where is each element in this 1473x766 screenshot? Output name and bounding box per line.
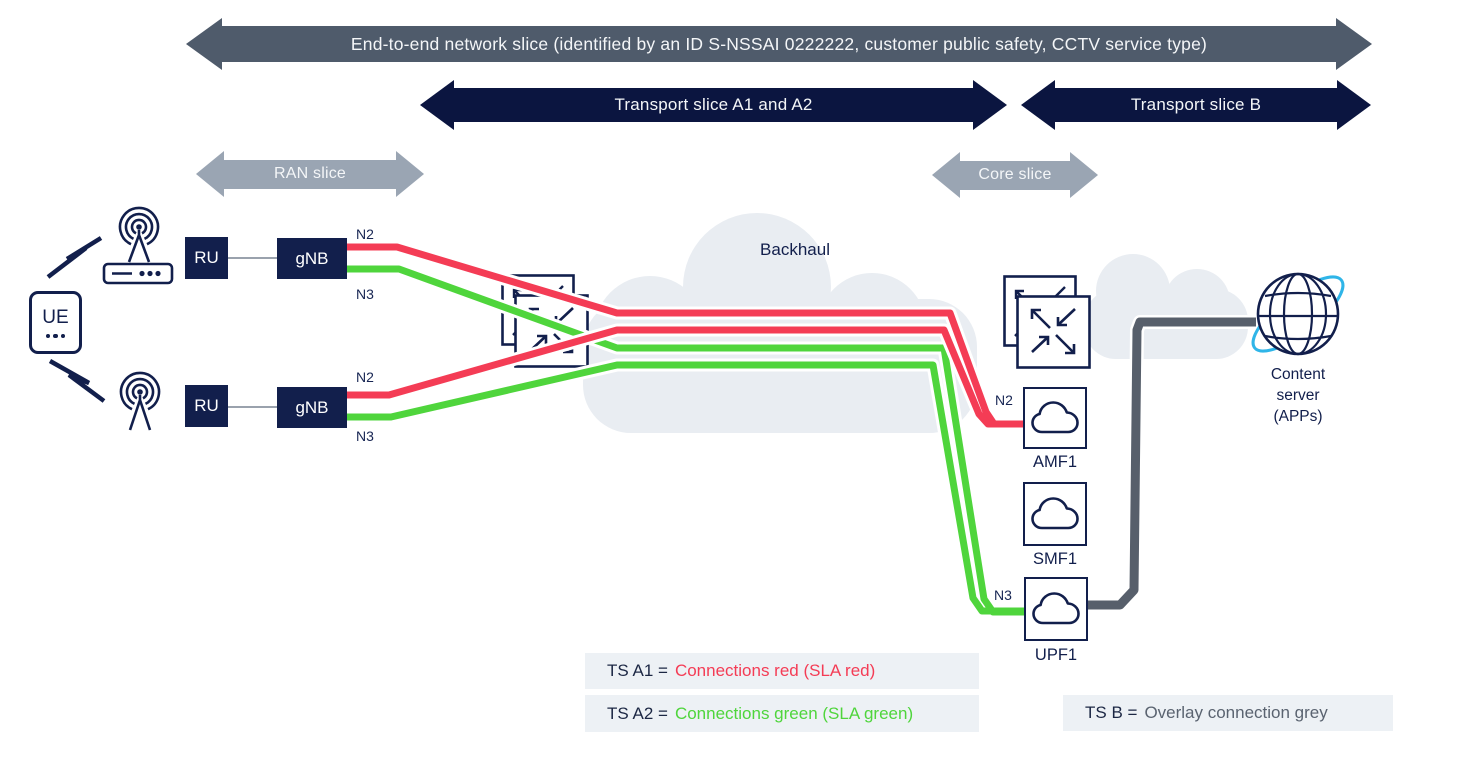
port-label-n2: N2 [995, 392, 1013, 408]
ru-gnb-link [228, 406, 277, 408]
gnb-bottom-label: gNB [295, 397, 329, 417]
arrowhead-left-icon [196, 151, 224, 197]
arrowhead-left-icon [420, 80, 454, 130]
arrowhead-right-icon [1336, 18, 1372, 70]
banner-transport-b-label: Transport slice B [1130, 95, 1262, 114]
legend-ts-b-text: Overlay connection grey [1144, 703, 1328, 722]
legend-ts-a1-prefix: TS A1 = [607, 661, 668, 680]
smf-node [1023, 482, 1087, 546]
lightning-icon [46, 236, 103, 279]
port-label-n2: N2 [356, 226, 374, 242]
arrowhead-right-icon [973, 80, 1007, 130]
amf-label: AMF1 [1032, 453, 1077, 471]
antenna-router-icon [102, 206, 174, 285]
banner-core-slice: Core slice [932, 152, 1098, 198]
lightning-icon [48, 359, 106, 403]
legend-ts-a2-prefix: TS A2 = [607, 703, 668, 723]
ts-a2-green-line [346, 265, 1024, 616]
ru-bottom-node: RU [185, 385, 228, 427]
banner-transport-a-label: Transport slice A1 and A2 [614, 95, 813, 114]
ru-bottom-label: RU [194, 396, 219, 415]
legend-ts-a2-text: Connections green (SLA green) [674, 703, 914, 723]
backhaul-label: Backhaul [760, 240, 830, 259]
arrowhead-left-icon [1021, 80, 1055, 130]
cloud-icon [1031, 401, 1079, 434]
port-label-n2: N2 [356, 369, 374, 385]
arrowhead-right-icon [396, 151, 424, 197]
globe-icon [1251, 272, 1345, 356]
arrowhead-left-icon [186, 18, 222, 70]
gnb-bottom-node: gNB [277, 387, 347, 428]
ue-node: UE [29, 291, 82, 354]
arrowhead-left-icon [932, 152, 960, 198]
antenna-icon [119, 371, 161, 431]
gnb-top-label: gNB [295, 248, 329, 268]
router-switch-icon [1003, 275, 1091, 369]
ru-top-node: RU [185, 237, 228, 279]
arrowhead-right-icon [1070, 152, 1098, 198]
banner-core-label: Core slice [978, 166, 1052, 183]
ts-a2-green-line [346, 361, 1024, 615]
ts-a1-red-line [346, 326, 1023, 428]
upf-label: UPF1 [1034, 646, 1078, 664]
legend-ts-a1-text: Connections red (SLA red) [674, 661, 876, 680]
upf-node [1024, 577, 1088, 641]
ru-gnb-link [228, 257, 277, 259]
gnb-top-node: gNB [277, 238, 347, 279]
port-label-n3: N3 [356, 286, 374, 302]
cloud-icon [1031, 497, 1079, 530]
amf-node [1023, 387, 1087, 449]
legend-ts-b: TS B = Overlay connection grey [1063, 695, 1393, 731]
smf-label: SMF1 [1032, 550, 1077, 568]
legend-ts-b-prefix: TS B = [1085, 703, 1138, 722]
banner-transport-b: Transport slice B [1021, 80, 1371, 130]
ts-b-grey-line [1088, 317, 1256, 610]
ru-top-label: RU [194, 248, 219, 267]
legend-ts-a2: TS A2 = Connections green (SLA green) [585, 695, 979, 732]
ue-label: UE [42, 306, 69, 328]
banner-ran-slice: RAN slice [196, 151, 424, 197]
banner-e2e-slice: End-to-end network slice (identified by … [186, 18, 1372, 70]
port-label-n3: N3 [356, 428, 374, 444]
legend-ts-a1: TS A1 = Connections red (SLA red) [585, 653, 979, 689]
port-label-n3: N3 [994, 587, 1012, 603]
content-server-label: Content server (APPs) [1270, 366, 1326, 425]
banner-transport-a: Transport slice A1 and A2 [420, 80, 1007, 130]
banner-e2e-label: End-to-end network slice (identified by … [350, 33, 1208, 54]
cloud-icon [1032, 592, 1080, 625]
banner-ran-label: RAN slice [273, 165, 347, 182]
ue-dots-icon [44, 333, 67, 339]
arrowhead-right-icon [1337, 80, 1371, 130]
